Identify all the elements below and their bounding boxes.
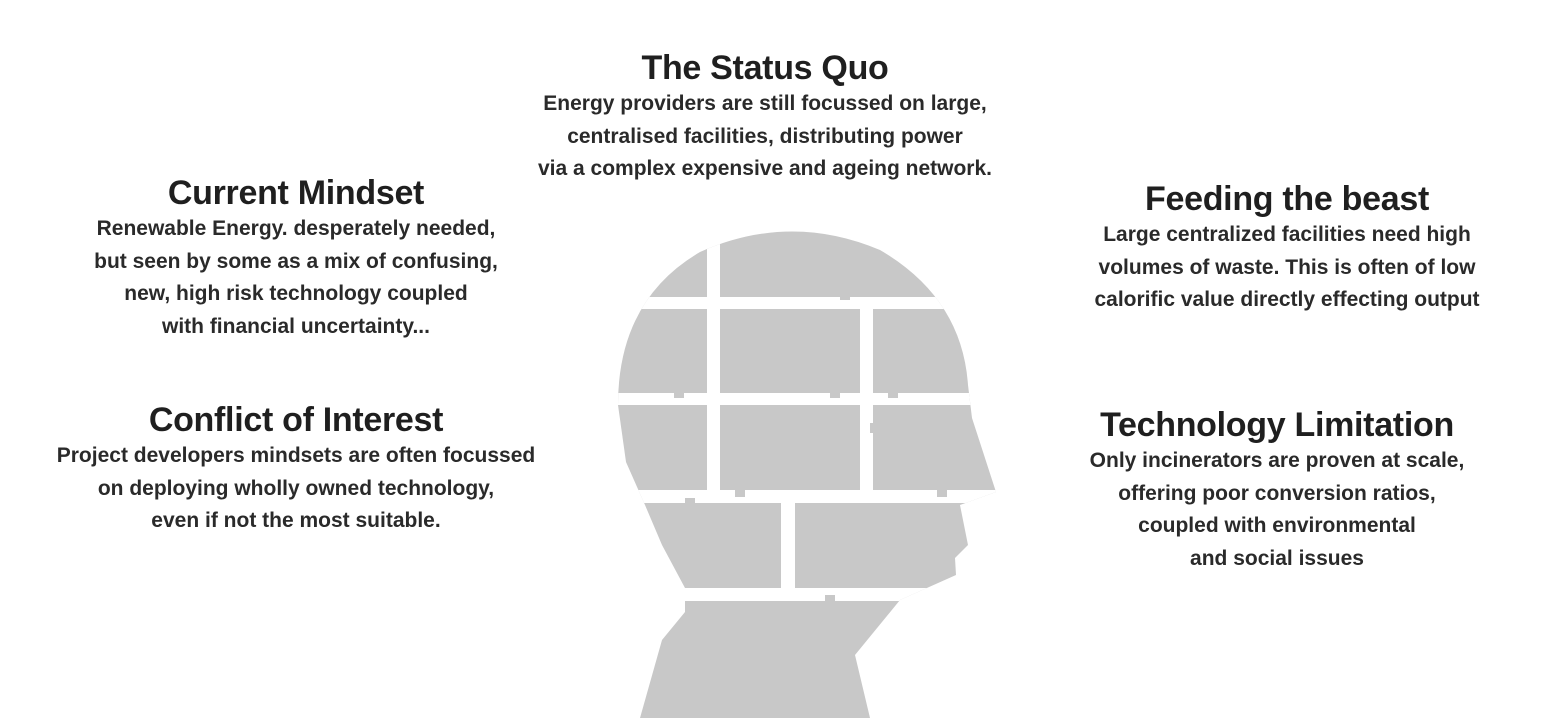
section-conflict-of-interest: Conflict of Interest Project developers … [57,400,536,538]
text-line: on deploying wholly owned technology, [97,476,495,500]
section-feeding-the-beast: Feeding the beast Large centralized faci… [1094,179,1479,317]
text-line: Project developers mindsets are often fo… [56,444,536,467]
text-line: Large centralized facilities need high [1103,223,1471,246]
section-status-quo: The Status Quo Energy providers are stil… [538,48,992,186]
section-text: Renewable Energy. desperately needed, bu… [94,213,498,343]
text-line: Renewable Energy. desperately needed, [96,217,496,240]
text-line: but seen by some as a mix of confusing, [94,249,498,273]
text-line: Only incinerators are proven at scale, [1089,449,1465,472]
section-text: Large centralized facilities need high v… [1094,219,1479,317]
section-title: Conflict of Interest [148,401,444,439]
section-current-mindset: Current Mindset Renewable Energy. desper… [94,173,498,343]
section-title: Current Mindset [167,174,425,212]
puzzle-knobs [667,263,954,629]
section-technology-limitation: Technology Limitation Only incinerators … [1090,405,1465,575]
text-line: coupled with environmental [1138,514,1416,537]
text-line: Energy providers are still focussed on l… [543,92,987,115]
section-text: Only incinerators are proven at scale, o… [1090,445,1465,575]
section-title: Technology Limitation [1100,406,1454,444]
text-line: centralised facilities, distributing pow… [567,124,963,148]
text-line: new, high risk technology coupled [124,282,468,305]
section-title: The Status Quo [641,49,889,87]
text-line: calorific value directly effecting outpu… [1094,288,1480,311]
text-line: volumes of waste. This is often of low [1098,255,1476,279]
text-line: via a complex expensive and ageing netwo… [537,157,993,180]
text-line: and social issues [1190,546,1364,570]
text-line: with financial uncertainty... [161,314,430,338]
text-line: offering poor conversion ratios, [1118,481,1436,505]
text-line: even if not the most suitable. [151,509,441,532]
head-silhouette [618,231,996,718]
section-text: Energy providers are still focussed on l… [538,88,992,186]
section-text: Project developers mindsets are often fo… [57,440,536,538]
section-title: Feeding the beast [1145,180,1429,218]
